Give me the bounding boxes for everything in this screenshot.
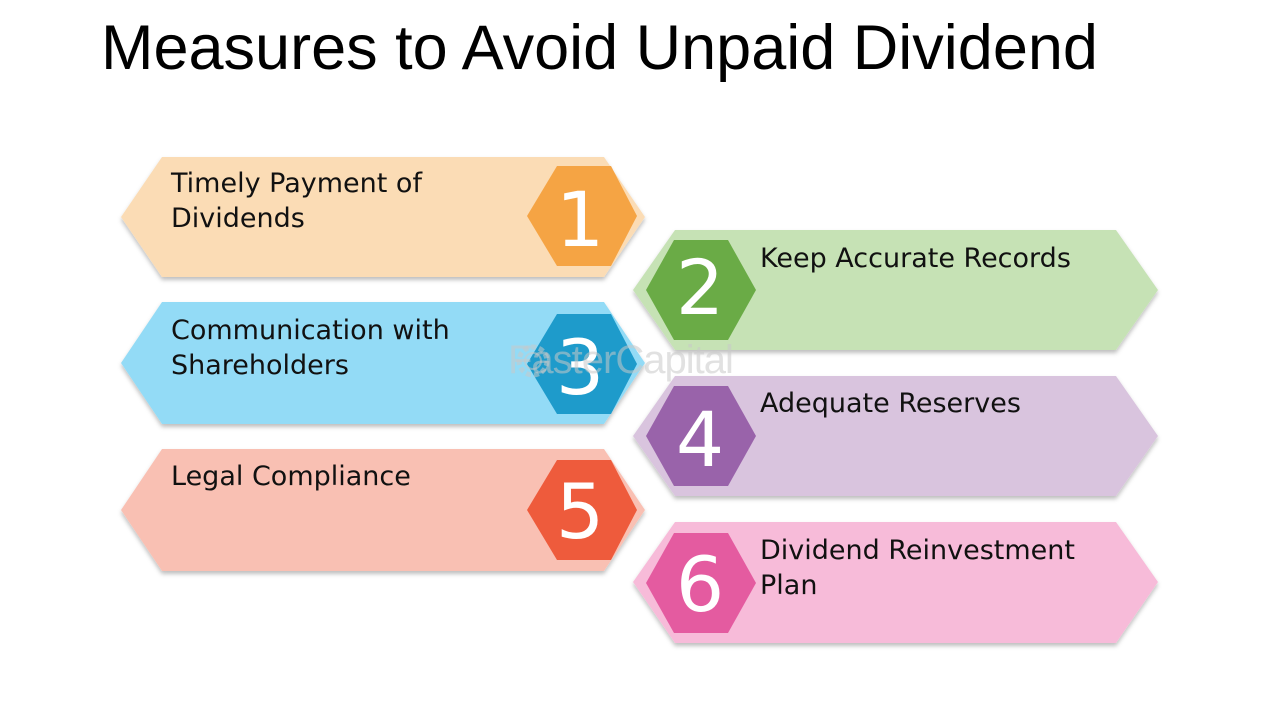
step-5-label: Legal Compliance [171,461,411,492]
step-1-label: Timely Payment of Dividends [171,168,422,234]
step-1-number: 1 [556,175,604,264]
step-1: 1 [121,157,645,277]
step-6: 6 [633,522,1158,643]
step-6-label: Dividend Reinvestment Plan [760,535,1075,601]
step-5: 5 [121,449,645,571]
step-2: 2 [633,230,1158,350]
step-4: 4 [633,376,1158,496]
step-6-number: 6 [676,540,724,629]
step-6-hexagon [646,533,756,633]
step-3: 3 [121,302,645,424]
step-5-number: 5 [556,467,604,556]
step-4-hexagon [646,386,756,486]
step-4-label: Adequate Reserves [760,388,1021,419]
step-1-hexagon [527,166,637,266]
step-3-band [121,302,645,424]
step-2-hexagon [646,240,756,340]
step-4-number: 4 [676,395,724,484]
watermark: FasterCapital [508,338,734,382]
step-2-label: Keep Accurate Records [760,243,1071,274]
step-5-hexagon [527,460,637,560]
page-title: Measures to Avoid Unpaid Dividend [101,13,1098,83]
step-3-hexagon [527,314,637,414]
step-5-band [121,449,645,571]
step-3-label: Communication with Shareholders [171,315,450,381]
step-3-number: 3 [556,323,604,412]
step-1-band [121,157,645,277]
step-2-band [633,230,1158,350]
step-6-band [633,522,1158,643]
step-4-band [633,376,1158,496]
step-2-number: 2 [676,243,724,332]
watermark-gear-icon [516,344,550,378]
